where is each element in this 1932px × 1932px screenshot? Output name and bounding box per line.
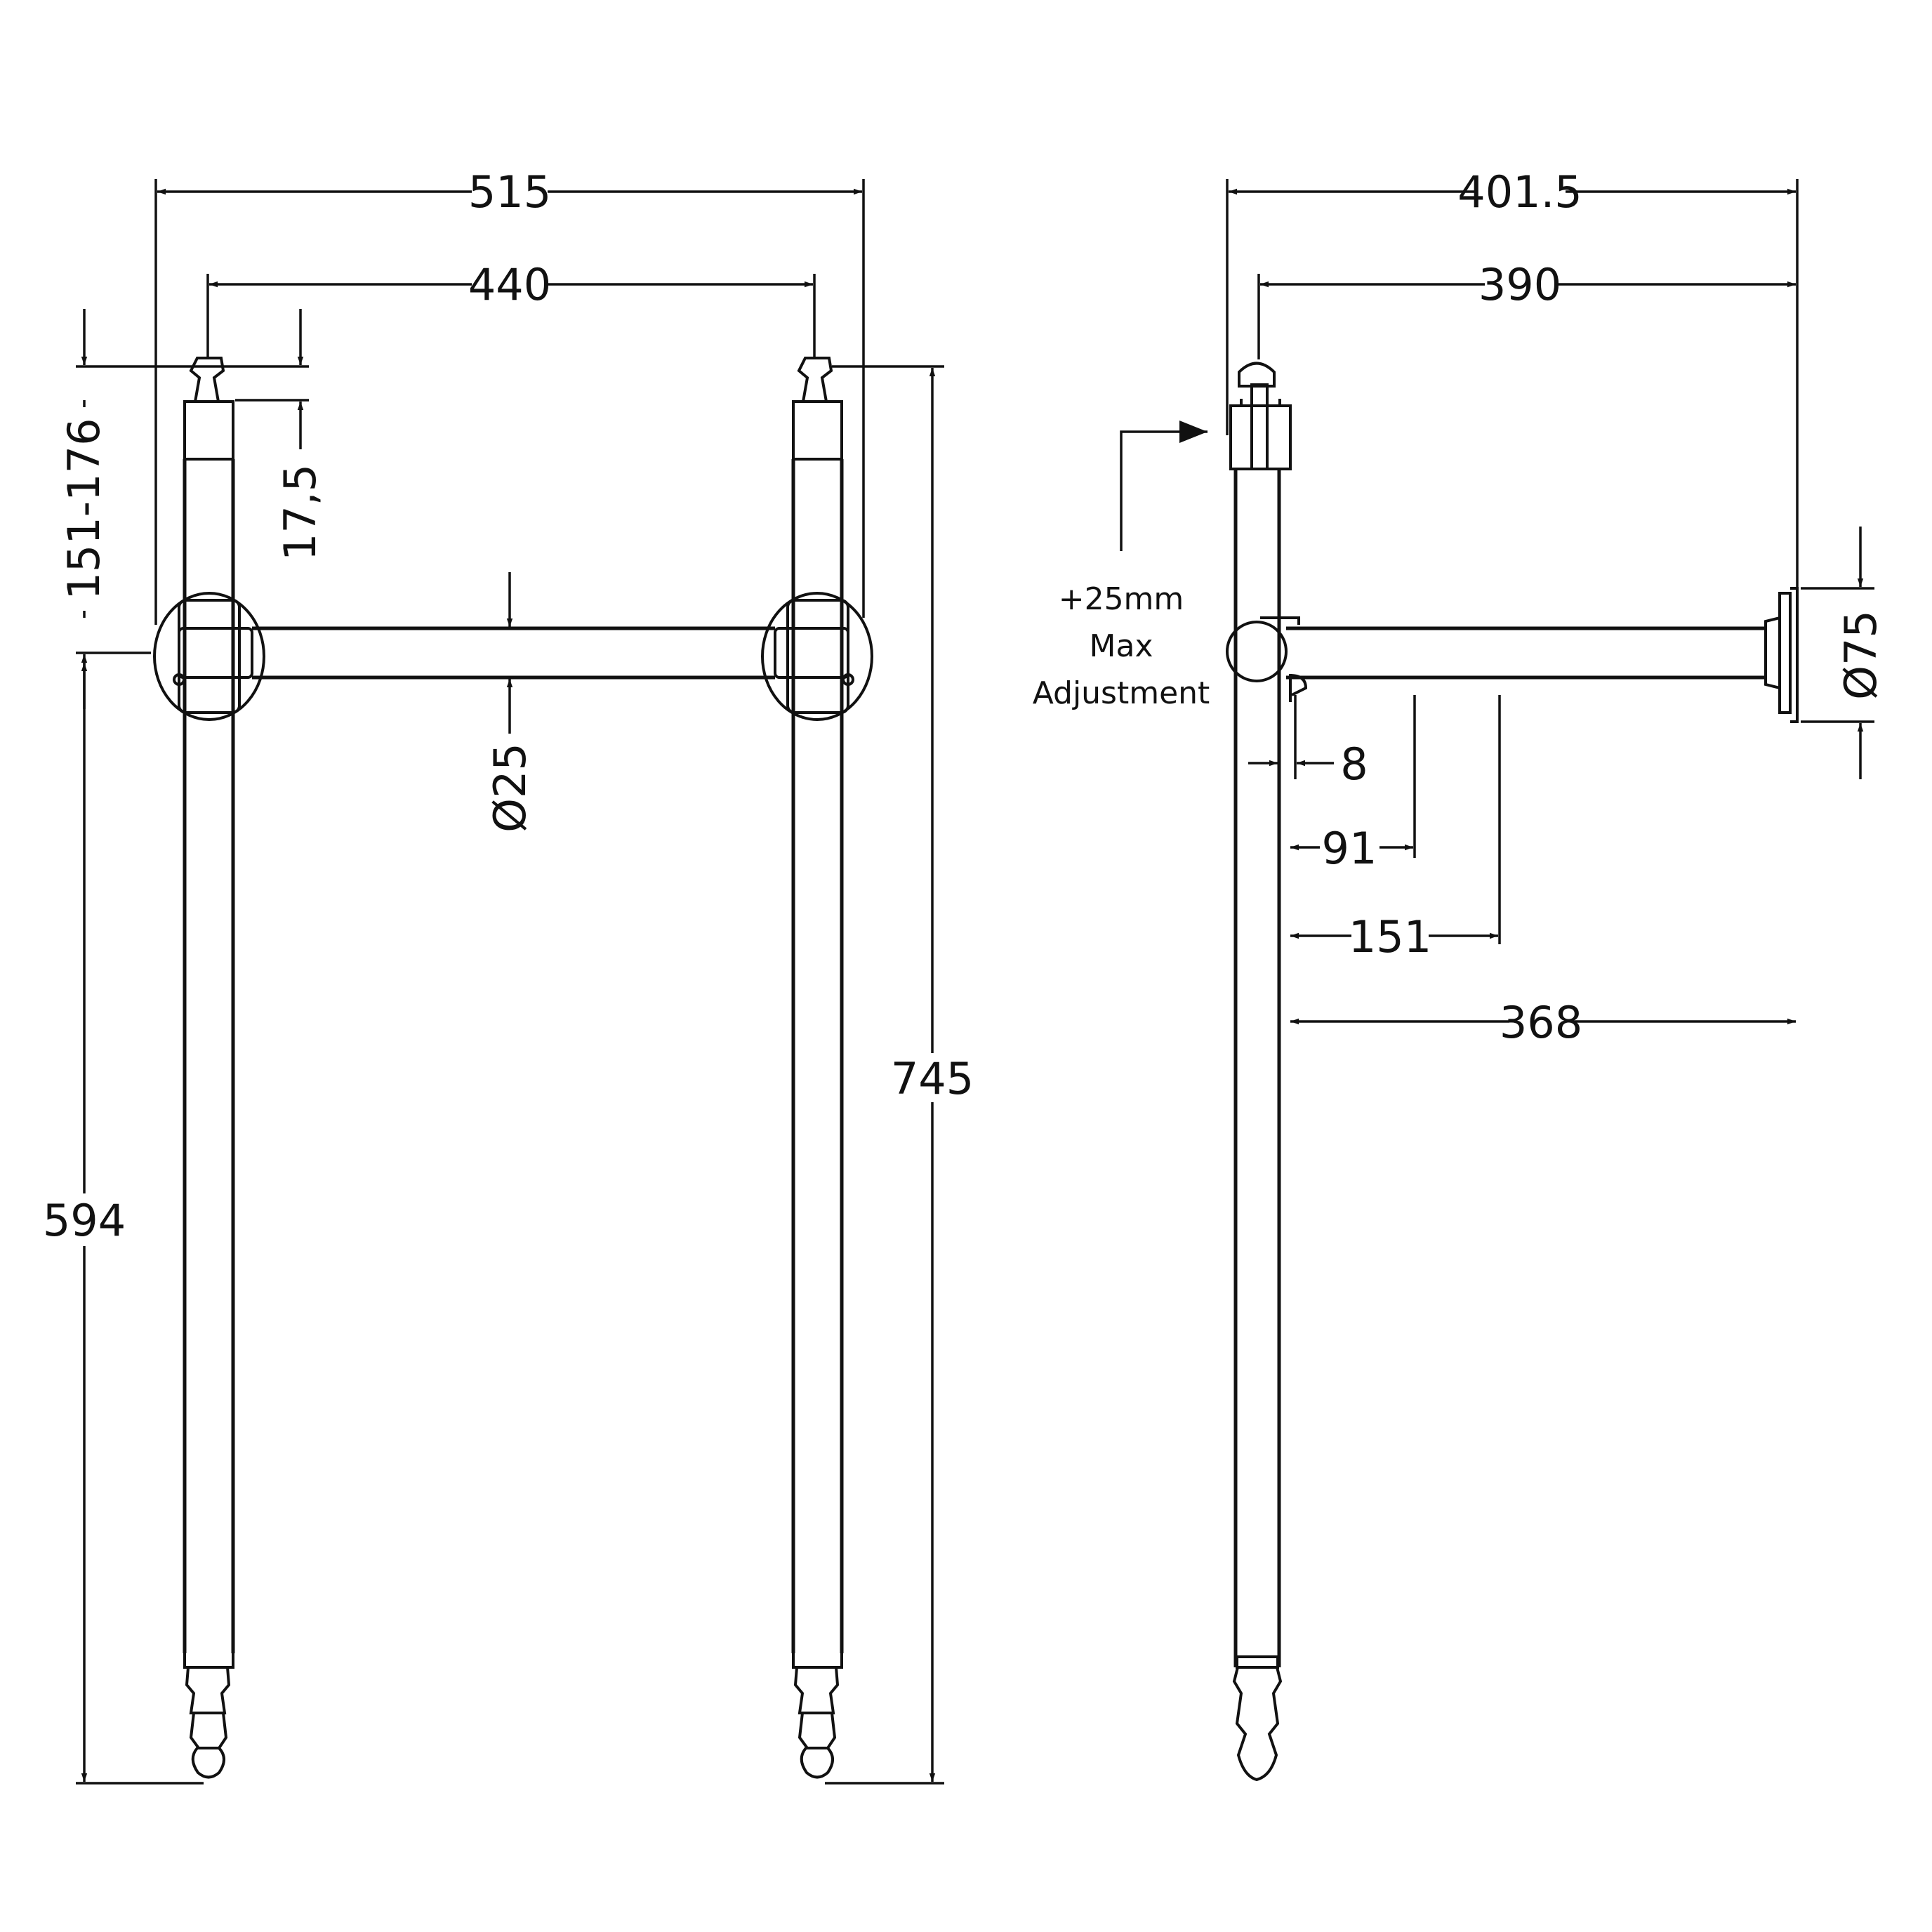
side-view: 401.5 390 Ø75 8 (1033, 166, 1886, 1782)
dim-flange-diameter: Ø75 (1801, 527, 1886, 779)
dim-401-5-label: 401.5 (1457, 166, 1582, 218)
right-leg (761, 357, 873, 1779)
dim-lower-height: 594 (43, 663, 204, 1785)
dim-594-label: 594 (43, 1195, 126, 1246)
left-leg (153, 357, 265, 1779)
dim-arm-length: 368 (1290, 997, 1796, 1048)
dim-368-label: 368 (1500, 997, 1582, 1048)
dim-17-5-label: 17,5 (274, 464, 326, 561)
dim-390-label: 390 (1478, 259, 1561, 310)
dim-91-label: 91 (1322, 823, 1377, 874)
dim-440-label: 440 (468, 259, 551, 310)
dim-151-label: 151 (1349, 911, 1431, 962)
dim-diameter-75-label: Ø75 (1835, 610, 1886, 700)
adjustment-line-2: Max (1090, 628, 1153, 664)
dim-depth-to-leg: 390 (1257, 259, 1796, 359)
adjustment-line-3: Adjustment (1033, 675, 1210, 711)
dim-745-label: 745 (891, 1053, 974, 1104)
dim-offset-151: 151 (1290, 695, 1501, 962)
dim-offset-91: 91 (1290, 695, 1416, 874)
dim-diameter-25-label: Ø25 (484, 743, 536, 833)
dim-offset-8: 8 (1248, 695, 1368, 790)
dim-cap-height: 17,5 (235, 309, 326, 561)
dim-rail-diameter: Ø25 (484, 572, 536, 833)
dim-151-176-label: 151-176 (58, 418, 110, 600)
dim-515-label: 515 (468, 166, 551, 218)
adjustment-callout: +25mm Max Adjustment (1033, 421, 1210, 711)
side-arm (1286, 587, 1799, 723)
dim-8-label: 8 (1340, 739, 1368, 790)
adjustment-line-1: +25mm (1059, 581, 1184, 617)
side-leg (1226, 362, 1308, 1782)
dim-overall-width: 515 (154, 166, 865, 625)
dim-total-height: 745 (825, 365, 974, 1785)
dim-leg-centers: 440 (206, 259, 816, 359)
cross-rail (252, 626, 775, 680)
dim-overall-depth: 401.5 (1226, 166, 1799, 590)
front-view: 515 440 151-176 17,5 (43, 166, 974, 1785)
